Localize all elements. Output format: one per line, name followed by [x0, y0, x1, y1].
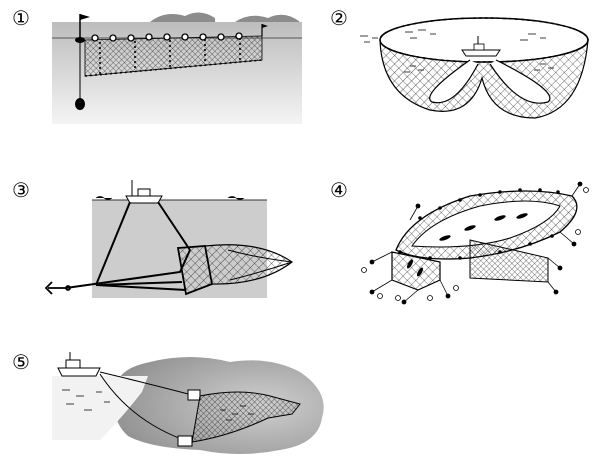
panel-2-purse-seine [360, 18, 588, 118]
panel-5-trawl [52, 352, 324, 454]
anchor-icon [46, 282, 70, 294]
panel-3-stow-net [46, 180, 292, 298]
panel-4-set-net [362, 182, 589, 304]
panel-1-gillnet [52, 12, 302, 124]
